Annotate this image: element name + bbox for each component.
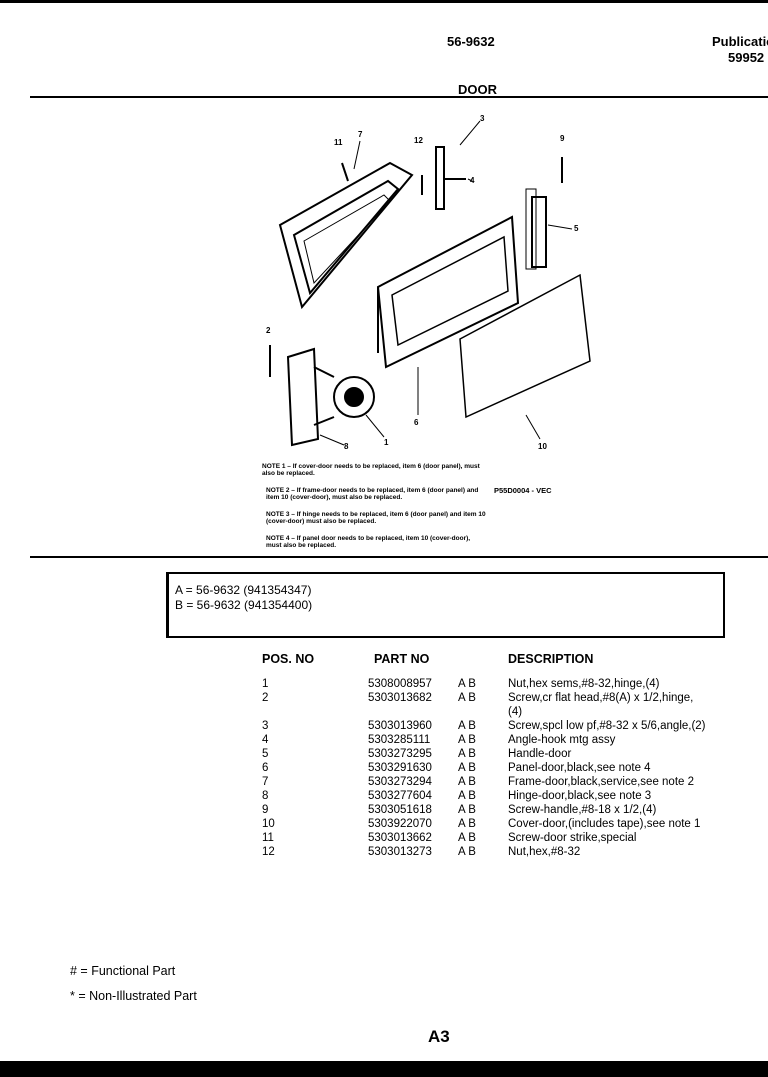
table-row-pos: 1 (262, 678, 269, 690)
table-row-models: A B (458, 720, 476, 732)
table-row-pos: 9 (262, 804, 269, 816)
note-3: NOTE 3 – If hinge needs to be replaced, … (266, 511, 486, 525)
table-row-part: 5303013960 (368, 720, 432, 732)
table-row-pos: 12 (262, 846, 275, 858)
table-row-desc: Panel-door,black,see note 4 (508, 762, 651, 774)
table-row-models: A B (458, 678, 476, 690)
note-2: NOTE 2 – If frame-door needs to be repla… (266, 487, 479, 501)
publication-number: 59952 (728, 50, 765, 65)
non-illustrated-part-legend: * = Non-Illustrated Part (70, 989, 197, 1003)
table-row-part: 5303013682 (368, 692, 432, 704)
table-row-models: A B (458, 776, 476, 788)
table-row-desc: Angle-hook mtg assy (508, 734, 616, 746)
callout-11: 11 (334, 138, 343, 147)
table-row-desc: Frame-door,black,service,see note 2 (508, 776, 695, 788)
callout-5: 5 (574, 224, 579, 233)
functional-part-legend: # = Functional Part (70, 964, 176, 978)
callout-1: 1 (384, 438, 389, 447)
table-row-part: 5303273294 (368, 776, 432, 788)
callout-3: 3 (480, 114, 485, 123)
callout-9: 9 (560, 134, 565, 143)
table-row-part: 5303277604 (368, 790, 432, 802)
panel-door-part (376, 215, 520, 369)
table-row-part: 5303013273 (368, 846, 432, 858)
table-row-desc: Screw,spcl low pf,#8-32 x 5/6,angle,(2) (508, 720, 706, 732)
table-row-desc: Handle-door (508, 748, 572, 760)
table-row-part: 5308008957 (368, 678, 432, 690)
table-row-pos: 7 (262, 776, 269, 788)
callout-2: 2 (266, 326, 271, 335)
table-row-desc: Hinge-door,black,see note 3 (508, 790, 652, 802)
model-b-line: B = 56-9632 (941354400) (175, 598, 313, 612)
callout-8: 8 (344, 442, 349, 450)
table-row-models: A B (458, 818, 476, 830)
angle-hook-part (435, 146, 466, 210)
table-row-pos: 10 (262, 818, 275, 830)
table-row-part: 5303291630 (368, 762, 432, 774)
table-row-pos: 11 (262, 832, 274, 844)
part-no-header: PART NO (374, 652, 430, 666)
table-row-pos: 4 (262, 734, 269, 746)
diagram-divider (30, 556, 768, 558)
pos-no-header: POS. NO (262, 652, 315, 666)
callout-10: 10 (538, 442, 547, 450)
model-a-line: A = 56-9632 (941354347) (175, 583, 312, 597)
cover-door-part (459, 273, 591, 419)
handle-door-part (525, 188, 547, 270)
table-row-desc: Cover-door,(includes tape),see note 1 (508, 818, 701, 830)
table-row-pos: 3 (262, 720, 269, 732)
callout-7: 7 (358, 130, 363, 139)
table-row-models: A B (458, 762, 476, 774)
note-1: NOTE 1 – If cover-door needs to be repla… (262, 463, 480, 477)
callout-4: 4 (470, 176, 475, 185)
door-exploded-diagram: 11 7 12 3 4 9 5 2 1 6 8 10 (266, 114, 591, 450)
table-row-models: A B (458, 804, 476, 816)
description-header: DESCRIPTION (508, 652, 594, 666)
diagram-code: P55D0004 - VEC (494, 486, 552, 495)
table-row-models: A B (458, 832, 476, 844)
table-row-desc: Screw,cr flat head,#8(A) x 1/2,hinge, (4… (508, 692, 694, 718)
top-scan-edge (0, 0, 768, 3)
table-row-part: 5303285111 (368, 734, 431, 746)
callout-6: 6 (414, 418, 419, 427)
note-4: NOTE 4 – If panel door needs to be repla… (266, 535, 471, 549)
table-row-models: A B (458, 734, 476, 746)
section-title: DOOR (458, 82, 497, 97)
callout-12: 12 (414, 136, 423, 145)
table-row-desc: Nut,hex,#8-32 (508, 846, 581, 858)
table-row-part: 5303013662 (368, 832, 432, 844)
table-row-part: 5303051618 (368, 804, 432, 816)
page-number: A3 (428, 1027, 450, 1046)
model-number: 56-9632 (447, 34, 495, 49)
table-row-part: 5303273295 (368, 748, 432, 760)
publication-label: Publicatio (712, 34, 768, 49)
table-row-models: A B (458, 748, 476, 760)
table-row-desc: Nut,hex sems,#8-32,hinge,(4) (508, 678, 660, 690)
table-row-models: A B (458, 846, 476, 858)
table-row-desc: Screw-handle,#8-18 x 1/2,(4) (508, 804, 657, 816)
frame-door-part (278, 161, 414, 310)
hinge-door-part (286, 347, 335, 447)
table-row-pos: 8 (262, 790, 269, 802)
model-legend-box: A = 56-9632 (941354347) B = 56-9632 (941… (166, 572, 725, 638)
table-row-models: A B (458, 790, 476, 802)
table-row-models: A B (458, 692, 476, 704)
table-row-pos: 2 (262, 692, 269, 704)
table-row-desc: Screw-door strike,special (508, 832, 637, 844)
header-divider (30, 96, 768, 98)
bottom-scan-bar (0, 1061, 768, 1077)
table-row-pos: 5 (262, 748, 269, 760)
screw-11 (341, 162, 349, 182)
table-row-pos: 6 (262, 762, 269, 774)
nut-part (333, 376, 375, 418)
table-row-part: 5303922070 (368, 818, 432, 830)
